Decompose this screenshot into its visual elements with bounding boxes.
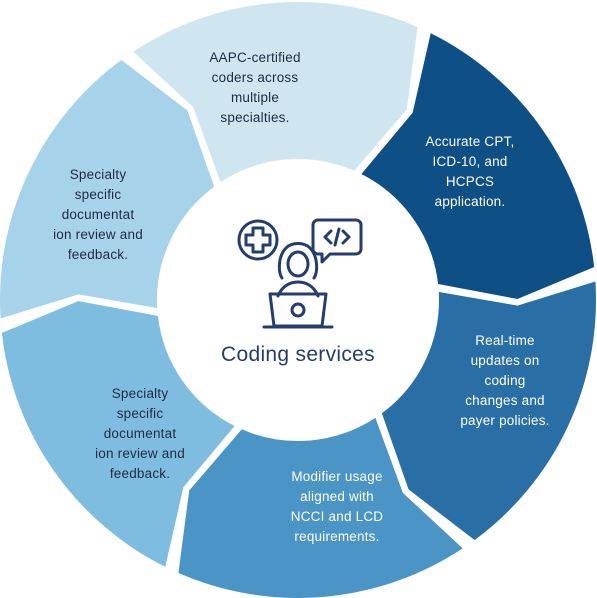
segment-real-time-updates-text: Real-time updates on coding changes and … <box>460 333 550 428</box>
center-title: Coding services <box>221 343 375 366</box>
segment-aapc-certified-text: AAPC-certified coders across multiple sp… <box>209 50 301 125</box>
center-hub <box>158 160 438 440</box>
segment-modifier-usage-text: Modifier usage aligned with NCCI and LCD… <box>290 469 384 544</box>
segment-documentation-review-lower-text: Specialty specific documentat ion review… <box>95 386 185 481</box>
coder-at-laptop-icon <box>237 218 363 329</box>
segment-documentation-review-upper-text: Specialty specific documentat ion review… <box>53 167 143 262</box>
segment-accurate-cpt-text: Accurate CPT, ICD-10, and HCPCS applicat… <box>425 134 515 209</box>
